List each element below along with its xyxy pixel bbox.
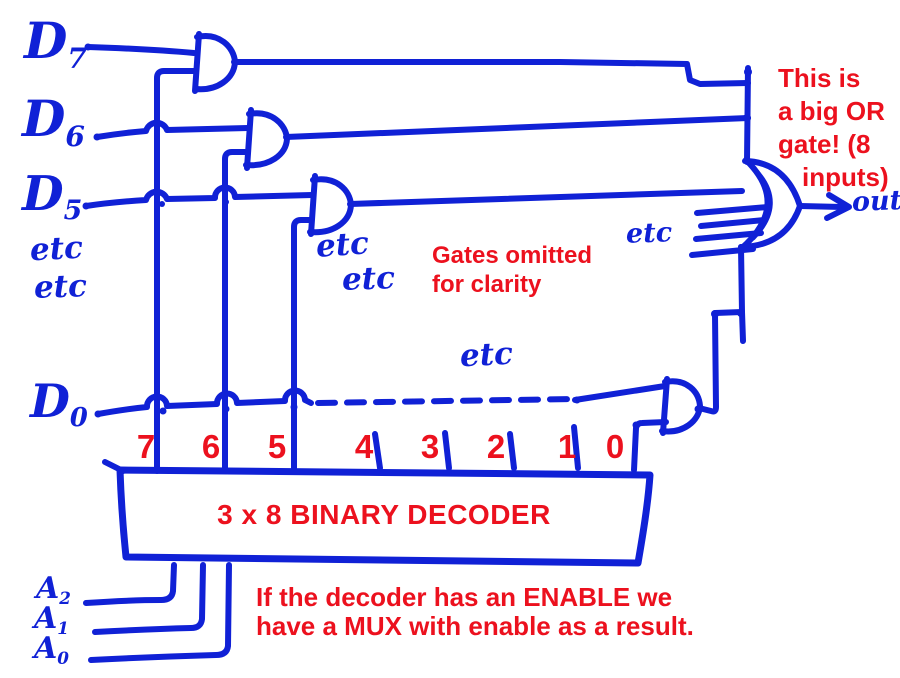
label-etc-mid-2: etc (341, 260, 396, 298)
decoder-output-6-label: 6 (201, 428, 221, 465)
or-input-stub-1 (694, 204, 771, 216)
decoder-output-4-label: 4 (354, 428, 374, 465)
decoder-output-5-label: 5 (267, 428, 287, 465)
decoder-output-1-label: 1 (557, 428, 577, 465)
wire-gate0-riser (696, 312, 719, 415)
label-a1-letter: A (34, 601, 58, 636)
label-etc-or-inputs: etc (625, 217, 673, 250)
wire-gate7-output (231, 59, 751, 87)
label-d6: D6 (22, 94, 85, 151)
wire-d0-input (95, 387, 314, 417)
decoder-title: 3 x 8 BINARY DECODER (217, 499, 551, 530)
wire-d7-input (85, 44, 197, 56)
label-d5-letter: D (22, 166, 64, 222)
wire-d5-input (83, 184, 315, 209)
label-a2-letter: A (36, 571, 60, 606)
and-gate-6-back (244, 107, 254, 171)
label-d0-letter: D (30, 374, 70, 428)
decoder-output-7-label: 7 (136, 428, 156, 465)
or-input-stub-2 (698, 217, 767, 229)
wire-gate5-output (347, 188, 745, 207)
or-input-stub-4 (689, 246, 756, 258)
label-etc-dashed: etc (459, 335, 514, 375)
label-a2-subscript: 2 (59, 587, 71, 608)
wire-out (797, 203, 845, 210)
decoder-box (116, 466, 654, 567)
label-a1-subscript: 1 (57, 617, 69, 638)
wire-or-bottom-vertical (738, 244, 745, 315)
note-enable: If the decoder has an ENABLE we have a M… (256, 583, 694, 641)
wire-decoder-out6-vertical (222, 149, 249, 474)
label-d6-subscript: 6 (65, 119, 85, 153)
note-gates-omitted-line-2: for clarity (432, 271, 542, 298)
label-d7: D7 (24, 16, 87, 73)
and-gate-7-back (192, 31, 202, 94)
and-gate-7-hull (193, 33, 238, 93)
label-a1: A1 (34, 601, 69, 637)
label-a0-letter: A (34, 631, 58, 666)
label-etc-left-1: etc (29, 229, 84, 269)
note-enable-line-1: If the decoder has an ENABLE we (256, 582, 673, 612)
decoder-output-0-label: 0 (605, 428, 625, 465)
decoder-output-2-label: 2 (486, 428, 506, 465)
label-d6-letter: D (22, 89, 66, 148)
label-d0: D0 (30, 378, 88, 431)
wire-decoder-out4-stub (372, 431, 383, 471)
wire-d0-solid (572, 383, 668, 403)
wire-d0-dashed (315, 396, 578, 406)
out-arrowhead-icon (824, 192, 852, 221)
wire-a2-input (83, 562, 177, 606)
wire-a1-input (92, 562, 206, 635)
note-big-or: This is a big OR gate! (8 inputs) (778, 62, 889, 194)
note-enable-line-2: have a MUX with enable as a result. (256, 611, 694, 641)
label-a0: A0 (34, 631, 69, 667)
wire-decoder-out1-stub (571, 424, 581, 471)
label-d0-subscript: 0 (69, 403, 88, 434)
or-input-stub-3 (693, 230, 764, 242)
label-etc-left-2: etc (33, 268, 88, 306)
wire-d6-input (94, 119, 251, 140)
decoder-output-3-label: 3 (420, 428, 440, 465)
wire-a0-input (88, 562, 232, 663)
label-d7-subscript: 7 (67, 41, 87, 75)
label-a0-subscript: 0 (57, 647, 69, 668)
wire-gate6-output (283, 115, 751, 140)
wire-decoder-out7-vertical (154, 68, 199, 474)
note-gates-omitted: Gates omitted for clarity (432, 241, 592, 299)
or-gate-top-hull (742, 158, 803, 209)
wire-decoder-out3-stub (442, 430, 452, 471)
and-gate-5-back (308, 173, 318, 237)
note-big-or-line-3: gate! (8 (778, 129, 871, 159)
label-d7-letter: D (24, 11, 68, 70)
wire-decoder-out5-vertical (291, 217, 314, 474)
note-big-or-line-2: a big OR (778, 96, 885, 126)
label-etc-mid-1: etc (314, 225, 371, 265)
label-a2: A2 (36, 571, 71, 607)
wire-gate0-tail (739, 309, 746, 344)
wire-decoder-out2-stub (507, 431, 517, 471)
note-gates-omitted-line-1: Gates omitted (432, 242, 593, 269)
note-big-or-line-1: This is (778, 63, 861, 93)
decoder-box-pen-tail (102, 459, 126, 474)
label-d5-subscript: 5 (63, 195, 83, 227)
note-big-or-line-4: inputs) (802, 162, 889, 192)
label-d5: D5 (22, 170, 82, 224)
junction-dots (82, 43, 752, 429)
